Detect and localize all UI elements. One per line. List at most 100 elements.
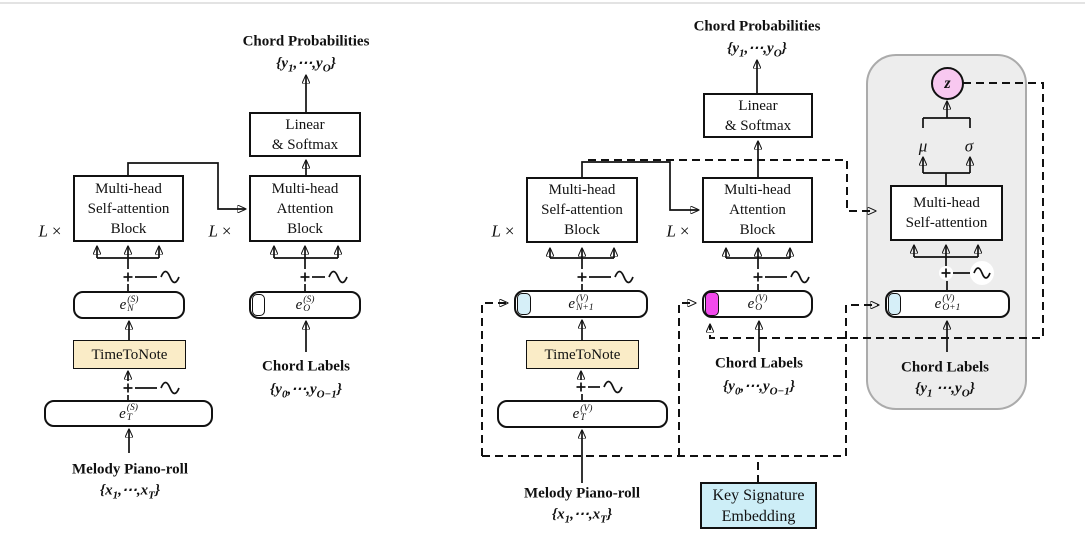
sine-icon [157,375,183,401]
fan-arrows-vae-selfattn [914,246,978,266]
add-icon [574,380,588,394]
vae-eo1-embedding-box: e(V)O+1 [885,290,1010,318]
block-line2: Self-attention [905,215,988,231]
keysig-line1: Key Signature [712,486,805,504]
left-en-embedding-box: e(S)N [73,291,185,319]
keysig-line2: Embedding [721,507,796,525]
dashed-keysig-to-en1-cell [481,303,507,456]
wire-selfattn-to-musigma [923,158,970,185]
right-et-embedding-box: e(V)T [497,400,668,428]
left-selfattn-block: Multi-head Self-attention Block [73,175,184,242]
block-line1: Multi-head [913,195,980,211]
embedding-label: e(S)T [119,403,138,423]
mu-label: μ [918,136,928,156]
left-eo-start-cell [252,294,265,316]
sine-icon [157,264,183,290]
right-linear-softmax-box: Linear & Softmax [703,93,813,138]
page-top-rule [0,2,1085,4]
left-attn-block: Multi-head Attention Block [249,175,361,242]
block-line2: Self-attention [87,200,170,217]
right-eo-latent-cell [705,292,719,316]
right-timetonote-box: TimeToNote [526,340,639,369]
right-eo-embedding-box: e(V)O [702,290,813,318]
fan-arrows-right-selfattn [550,249,614,269]
left-eo-embedding-box: e(S)O [249,291,361,319]
embedding-label: e(S)O [295,294,315,314]
right-melody-set: {x1,⋯,xT} [551,506,613,526]
sine-icon [600,374,626,400]
timetonote-label: TimeToNote [91,346,168,363]
sigma-label: σ [964,136,974,156]
vae-chord-labels-set: {y1 ⋯,yO} [915,380,975,400]
left-timetonote-box: TimeToNote [73,340,186,369]
block-line3: Block [287,220,323,237]
embedding-label: e(V)O+1 [934,293,961,313]
linear-line2: & Softmax [724,117,792,134]
block-line2: Attention [729,202,786,218]
wire-right-selfattn-to-attn [581,161,698,210]
vae-eo1-keysig-cell [888,293,901,315]
key-signature-embedding-box: Key Signature Embedding [700,482,817,529]
block-line2: Self-attention [541,202,623,218]
linear-line2: & Softmax [271,136,339,153]
left-selfattn-repeat-label: L × [38,221,62,241]
left-output-set: {y1,⋯,yO} [276,55,336,75]
right-chord-labels-title: Chord Labels [715,355,803,372]
block-line3: Block [110,220,147,237]
linear-line1: Linear [285,116,325,133]
block-line2: Attention [276,200,334,217]
block-line1: Multi-head [271,180,339,197]
left-attn-repeat-label: L × [208,221,232,241]
fan-arrows-left-attn [274,247,338,269]
add-icon [939,266,953,280]
right-en1-keysig-cell [517,293,531,315]
block-line1: Multi-head [95,180,162,197]
sine-icon [325,264,351,290]
dashed-z-to-eo-cell [710,82,1044,339]
left-chord-labels-title: Chord Labels [262,358,350,375]
sine-icon [611,264,637,290]
right-selfattn-repeat-label: L × [491,221,515,241]
left-melody-set: {x1,⋯,xT} [99,482,161,502]
wire-musigma-to-z [922,102,971,128]
embedding-label: e(V)T [572,403,593,423]
add-icon [121,381,135,395]
right-melody-title: Melody Piano-roll [524,485,640,502]
block-line3: Block [564,222,600,238]
embedding-label: e(S)N [119,294,139,314]
left-linear-softmax-box: Linear & Softmax [249,112,361,157]
dashed-keysig-to-eo-cell [678,303,695,456]
fan-arrows-right-attn [726,249,790,269]
wire-left-selfattn-to-attn [127,162,245,209]
add-icon [751,270,765,284]
vae-chord-labels-title: Chord Labels [901,359,989,376]
block-line1: Multi-head [548,182,616,198]
embedding-label: e(V)O [747,293,768,313]
left-et-embedding-box: e(S)T [44,400,213,427]
block-line3: Block [739,222,776,238]
latent-z-node: z [931,67,964,100]
right-chord-labels-set: {y0,⋯,yO−1} [723,378,795,398]
timetonote-label: TimeToNote [544,346,621,363]
add-icon [121,270,135,284]
add-icon [298,270,312,284]
embedding-label: e(V)N+1 [568,293,594,313]
linear-line1: Linear [738,97,778,114]
right-selfattn-block: Multi-head Self-attention Block [526,177,638,243]
vae-selfattn-box: Multi-head Self-attention [890,185,1003,241]
left-output-title: Chord Probabilities [242,33,370,50]
right-output-set: {y1,⋯,yO} [727,40,787,60]
sine-icon [787,264,813,290]
left-melody-title: Melody Piano-roll [72,461,188,478]
sine-icon [970,261,994,285]
add-icon [575,270,589,284]
right-en1-embedding-box: e(V)N+1 [514,290,648,318]
left-chord-labels-set: {y0,⋯,yO−1} [270,381,342,401]
right-output-title: Chord Probabilities [693,18,821,35]
fan-arrows-left-selfattn [97,247,159,269]
block-line1: Multi-head [724,182,791,198]
right-attn-block: Multi-head Attention Block [702,177,813,243]
dashed-keysig-to-eo1-cell [845,305,878,456]
